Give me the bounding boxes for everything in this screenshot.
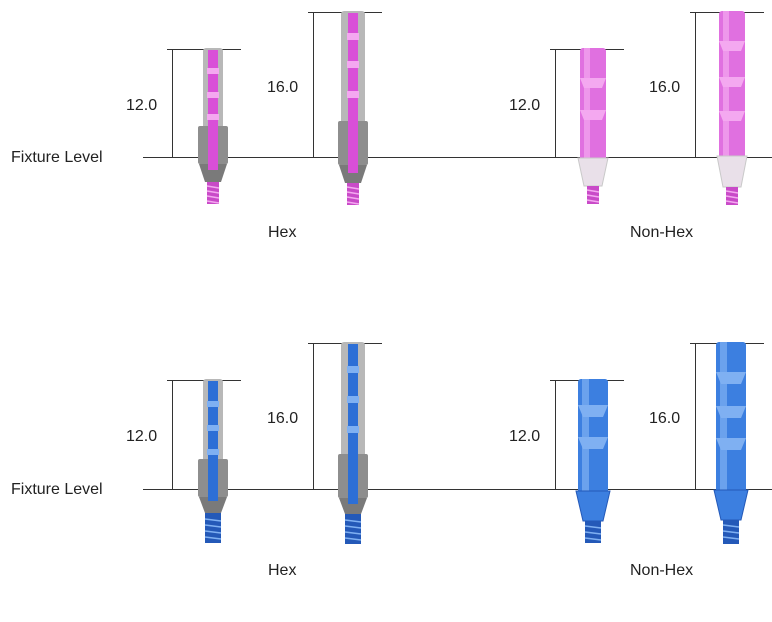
- dimension-line: [695, 12, 696, 157]
- fixture-level-line: [143, 157, 772, 158]
- pink-hex-long-abutment: [338, 11, 368, 205]
- panel-blue: Fixture Level 12.0 16.0 Hex 12.0: [0, 332, 772, 622]
- dimension-line: [555, 49, 556, 157]
- blue-hex-long-abutment: [338, 342, 368, 544]
- blue-non-hex-short-abutment: [575, 379, 611, 543]
- fixture-level-label: Fixture Level: [11, 149, 103, 166]
- dimension-label: 12.0: [509, 428, 541, 445]
- dimension-line: [695, 343, 696, 489]
- dimension-line: [172, 49, 173, 157]
- dimension-label: 12.0: [126, 97, 158, 114]
- dimension-label: 12.0: [509, 97, 541, 114]
- blue-non-hex-long-abutment: [713, 342, 749, 544]
- pink-non-hex-short-abutment: [577, 48, 609, 204]
- group-label-non-hex: Non-Hex: [630, 224, 694, 241]
- pink-non-hex-long-abutment: [716, 11, 748, 205]
- dimension-label: 16.0: [267, 79, 299, 96]
- group-label-hex: Hex: [268, 224, 297, 241]
- dimension-line: [555, 380, 556, 489]
- fixture-level-line: [143, 489, 772, 490]
- group-label-non-hex: Non-Hex: [630, 562, 694, 579]
- panel-pink: Fixture Level 12.0 16.0 Hex 12.0: [0, 0, 772, 290]
- dimension-label: 16.0: [649, 410, 681, 427]
- dimension-line: [313, 343, 314, 489]
- blue-hex-short-abutment: [198, 379, 228, 543]
- dimension-line: [172, 380, 173, 489]
- dimension-label: 16.0: [649, 79, 681, 96]
- fixture-level-label: Fixture Level: [11, 481, 103, 498]
- dimension-label: 12.0: [126, 428, 158, 445]
- dimension-label: 16.0: [267, 410, 299, 427]
- dimension-line: [313, 12, 314, 157]
- group-label-hex: Hex: [268, 562, 297, 579]
- pink-hex-short-abutment: [198, 48, 228, 204]
